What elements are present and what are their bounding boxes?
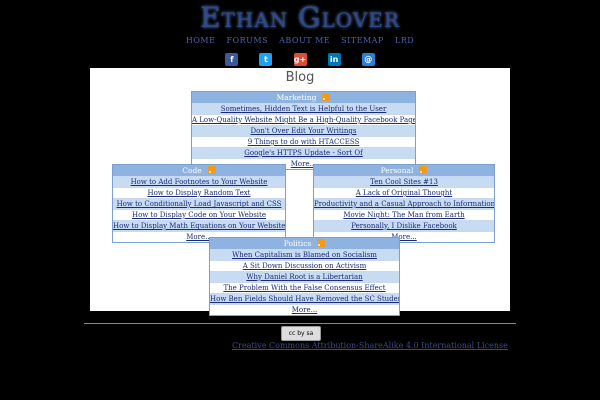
post-link[interactable]: Google's HTTPS Update - Sort Of xyxy=(192,147,415,158)
license-link[interactable]: Creative Commons Attribution-ShareAlike … xyxy=(232,341,508,350)
section-marketing: Marketing Sometimes, Hidden Text is Help… xyxy=(191,91,416,170)
nav-forums[interactable]: FORUMS xyxy=(226,36,269,45)
section-code: Code How to Add Footnotes to Your Websit… xyxy=(112,164,286,243)
section-header: Politics xyxy=(210,238,399,249)
section-title[interactable]: Politics xyxy=(283,239,312,248)
main-nav: HOME FORUMS ABOUT ME SITEMAP LRD xyxy=(0,36,600,45)
google-plus-icon[interactable]: g+ xyxy=(293,53,307,66)
rss-icon[interactable] xyxy=(207,166,216,174)
post-link[interactable]: How to Display Math Equations on Your We… xyxy=(113,220,285,231)
nav-sitemap[interactable]: SITEMAP xyxy=(341,36,384,45)
post-link[interactable]: Sometimes, Hidden Text is Helpful to the… xyxy=(192,103,415,114)
post-link[interactable]: Personally, I Dislike Facebook xyxy=(314,220,494,231)
more-link[interactable]: More... xyxy=(192,158,415,169)
post-link[interactable]: A Sit Down Discussion on Activism xyxy=(210,260,399,271)
post-link[interactable]: Productivity and a Casual Approach to In… xyxy=(314,198,494,209)
post-link[interactable]: When Capitalism is Blamed on Socialism xyxy=(210,249,399,260)
post-link[interactable]: How Ben Fields Should Have Removed the S… xyxy=(210,293,399,304)
email-icon[interactable]: @ xyxy=(361,53,375,66)
section-title[interactable]: Marketing xyxy=(276,93,317,102)
post-link[interactable]: Why Daniel Root is a Libertarian xyxy=(210,271,399,282)
twitter-icon[interactable]: t xyxy=(259,53,273,66)
section-header: Code xyxy=(113,165,285,176)
site-title[interactable]: Ethan Glover xyxy=(200,1,400,34)
rss-icon[interactable] xyxy=(317,239,326,247)
post-link[interactable]: Ten Cool Sites #13 xyxy=(314,176,494,187)
footer-divider xyxy=(84,323,516,324)
blog-panel: Blog Marketing Sometimes, Hidden Text is… xyxy=(90,68,510,316)
cc-license-badge[interactable]: cc by sa xyxy=(281,326,321,341)
nav-about-me[interactable]: ABOUT ME xyxy=(279,36,331,45)
section-title[interactable]: Code xyxy=(182,166,202,175)
blog-title: Blog xyxy=(285,70,315,85)
post-link[interactable]: How to Display Random Text xyxy=(113,187,285,198)
facebook-icon[interactable]: f xyxy=(225,53,239,66)
post-link[interactable]: How to Add Footnotes to Your Website xyxy=(113,176,285,187)
rss-icon[interactable] xyxy=(322,93,331,101)
post-link[interactable]: Movie Night: The Man from Earth xyxy=(314,209,494,220)
post-link[interactable]: How to Conditionally Load Javascript and… xyxy=(113,198,285,209)
more-link[interactable]: More... xyxy=(113,231,285,242)
nav-home[interactable]: HOME xyxy=(185,36,216,45)
nav-lrd[interactable]: LRD xyxy=(394,36,415,45)
post-link[interactable]: A Lack of Original Thought xyxy=(314,187,494,198)
post-link[interactable]: 9 Things to do with HTACCESS xyxy=(192,136,415,147)
section-personal: Personal Ten Cool Sites #13 A Lack of Or… xyxy=(313,164,495,243)
post-link[interactable]: Don't Over Edit Your Writings xyxy=(192,125,415,136)
post-link[interactable]: How to Display Code on Your Website xyxy=(113,209,285,220)
post-link[interactable]: A Low-Quality Website Might Be a High-Qu… xyxy=(192,114,415,124)
linkedin-icon[interactable]: in xyxy=(327,53,341,66)
section-header: Personal xyxy=(314,165,494,176)
section-header: Marketing xyxy=(192,92,415,103)
rss-icon[interactable] xyxy=(419,166,428,174)
section-politics: Politics When Capitalism is Blamed on So… xyxy=(209,237,400,316)
social-links: f t g+ in @ xyxy=(0,53,600,72)
section-title[interactable]: Personal xyxy=(380,166,414,175)
more-link[interactable]: More... xyxy=(314,231,494,242)
post-link[interactable]: The Problem With the False Consensus Eff… xyxy=(210,282,399,293)
more-link[interactable]: More... xyxy=(210,304,399,315)
